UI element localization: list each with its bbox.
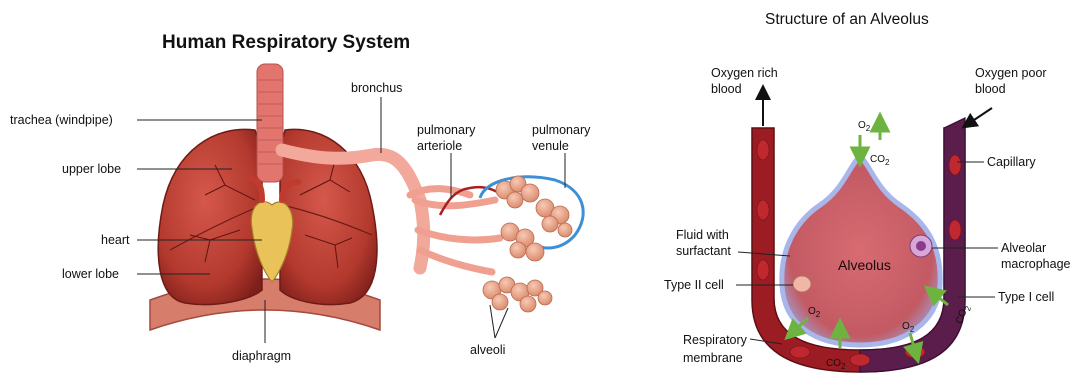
- label-oxygen-rich-2: blood: [711, 82, 742, 96]
- label-lower-lobe: lower lobe: [62, 267, 119, 281]
- leader-alveoli-a: [490, 305, 495, 338]
- label-alveoli: alveoli: [470, 343, 505, 357]
- label-pulmonary-arteriole-2: arteriole: [417, 139, 462, 153]
- label-upper-lobe: upper lobe: [62, 162, 121, 176]
- label-trachea: trachea (windpipe): [10, 113, 113, 127]
- label-oxygen-poor-1: Oxygen poor: [975, 66, 1047, 80]
- label-heart: heart: [101, 233, 130, 247]
- alveoli-cluster-lower: [483, 277, 552, 312]
- leader-alveoli-b: [495, 308, 508, 338]
- gas-o2-top: O2: [858, 120, 871, 133]
- left-title: Human Respiratory System: [162, 32, 410, 53]
- gas-co2-top: CO2: [870, 154, 890, 167]
- left-lung-shape: [158, 129, 262, 304]
- label-macrophage-2: macrophage: [1001, 257, 1071, 271]
- label-oxygen-poor-2: blood: [975, 82, 1006, 96]
- alveoli-cluster-middle: [501, 223, 544, 261]
- type-ii-cell: [793, 276, 811, 292]
- right-title: Structure of an Alveolus: [765, 11, 929, 28]
- label-pulmonary-venule-1: pulmonary: [532, 123, 591, 137]
- arrow-oxygen-poor: [968, 108, 992, 124]
- macrophage-nucleus: [916, 241, 926, 251]
- label-macrophage-1: Alveolar: [1001, 241, 1046, 255]
- label-fluid-2: surfactant: [676, 244, 731, 258]
- label-oxygen-rich-1: Oxygen rich: [711, 66, 778, 80]
- label-fluid-1: Fluid with: [676, 228, 729, 242]
- label-resp-membrane-1: Respiratory: [683, 333, 748, 347]
- label-capillary: Capillary: [987, 155, 1036, 169]
- label-pulmonary-arteriole-1: pulmonary: [417, 123, 476, 137]
- label-bronchus: bronchus: [351, 81, 402, 95]
- label-pulmonary-venule-2: venule: [532, 139, 569, 153]
- label-resp-membrane-2: membrane: [683, 351, 743, 365]
- label-diaphragm: diaphragm: [232, 349, 291, 363]
- label-type2: Type II cell: [664, 278, 724, 292]
- label-alveolus: Alveolus: [838, 257, 891, 273]
- label-type1: Type I cell: [998, 290, 1054, 304]
